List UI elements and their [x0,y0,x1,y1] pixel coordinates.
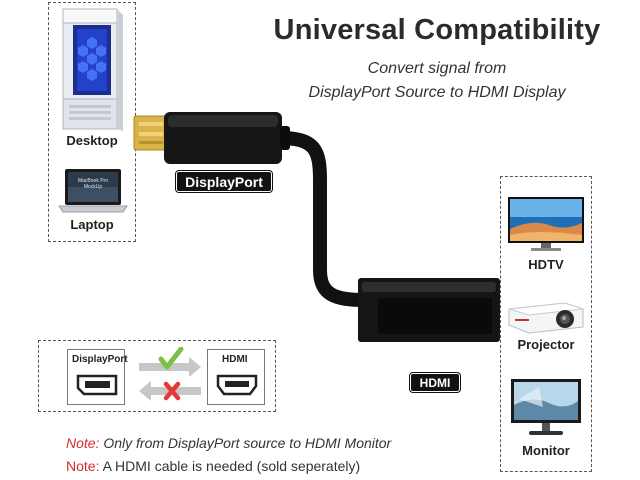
hdmi-tag: HDMI [409,372,461,393]
monitor-icon [511,379,581,435]
svg-text:MacBook Pro: MacBook Pro [78,178,108,184]
note-2-text: A HDMI cable is needed (sold seperately) [99,458,361,474]
arrow-left-icon [139,381,201,401]
hdmi-port-icon [216,374,258,396]
displayport-tag: DisplayPort [175,170,273,193]
svg-text:MockUp: MockUp [84,184,103,190]
note-1-key: Note: [66,435,100,451]
desktop-label: Desktop [66,133,118,148]
cross-icon [163,381,181,401]
laptop-icon: MacBook Pro MockUp [58,169,128,213]
subtitle-line-1: Convert signal from [367,60,507,77]
hdmi-port-label: HDMI [222,354,248,365]
displayport-port-card: DisplayPort [67,349,128,405]
hdtv-label: HDTV [528,257,564,272]
note-2-key: Note: [66,458,100,474]
direction-arrows [139,347,201,401]
laptop-label: Laptop [70,217,114,232]
projector-label: Projector [517,337,575,352]
hdmi-port-card: HDMI [207,349,265,405]
direction-compatibility-box: DisplayPort HDMI [38,340,276,412]
source-devices-box: Desktop MacBook Pro MockUp Laptop [48,2,136,242]
displayport-port-icon [76,374,118,396]
desktop-tower-icon [62,8,123,131]
display-devices-box: HDTV Projector Monitor [500,176,592,472]
subtitle-line-2: DisplayPort Source to HDMI Display [308,84,566,101]
hdtv-icon [508,197,584,251]
projector-icon [508,302,584,334]
displayport-port-label: DisplayPort [72,354,128,365]
note-line-1: Note: Only from DisplayPort source to HD… [66,435,391,451]
note-line-2: Note: A HDMI cable is needed (sold seper… [66,458,360,474]
note-1-text: Only from DisplayPort source to HDMI Mon… [99,435,392,451]
adapter-cable-illustration [133,112,500,342]
monitor-label: Monitor [522,443,570,458]
check-icon [158,347,184,370]
page-title: Universal Compatibility [273,14,601,46]
